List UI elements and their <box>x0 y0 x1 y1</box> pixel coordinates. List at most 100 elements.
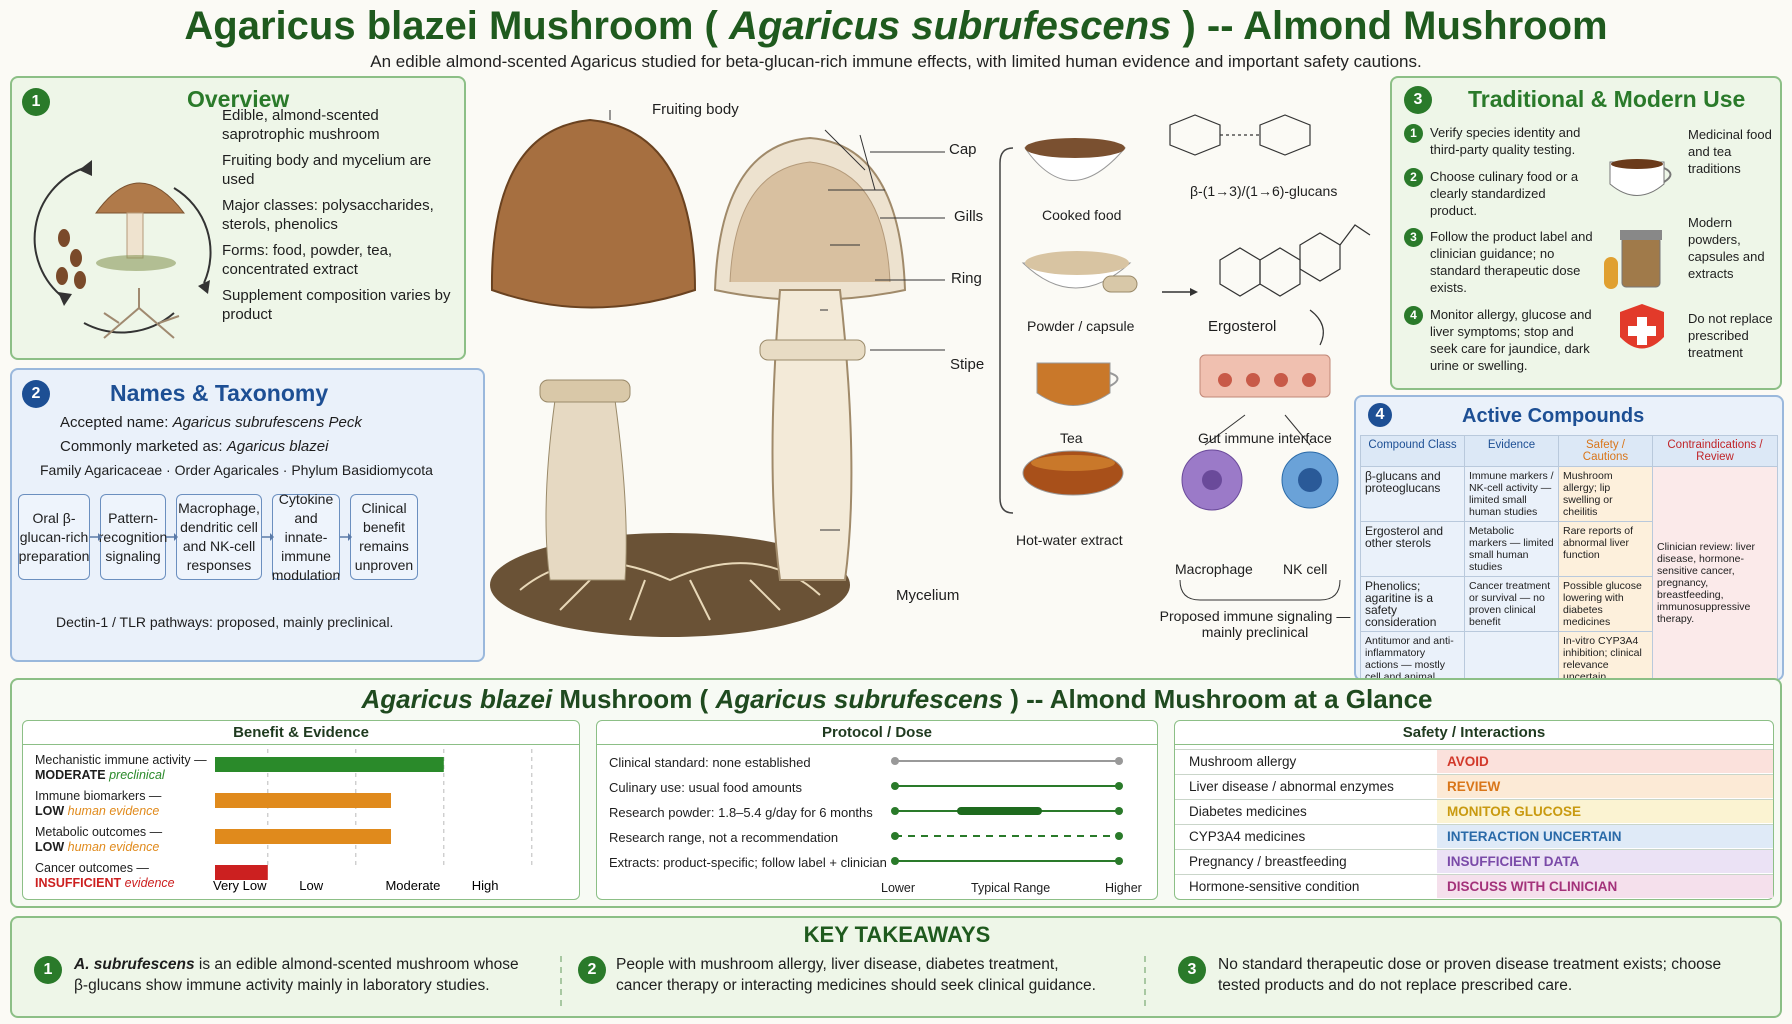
page-subtitle: An edible almond-scented Agaricus studie… <box>370 52 1422 71</box>
names-panel: 2 Names & Taxonomy Accepted name: Agaric… <box>10 368 485 662</box>
protocol-row: Culinary use: usual food amounts <box>609 780 802 795</box>
names-number: 2 <box>22 380 50 408</box>
takeaways-panel: KEY TAKEAWAYS 1 A. subrufescens is an ed… <box>10 916 1782 1018</box>
page-title: Agaricus blazei Mushroom ( Agaricus subr… <box>184 4 1608 48</box>
stipe-label-text: Stipe <box>950 356 985 373</box>
benefit-label: Mechanistic immune activity —MODERATE pr… <box>35 753 207 782</box>
mushroom-lifecycle-icon <box>33 160 212 339</box>
overview-item: Major classes: polysaccharides, sterols,… <box>222 197 434 233</box>
benefit-box: Benefit & Evidence Mechanistic immune ac… <box>22 720 580 900</box>
ring-label-text: Ring <box>951 270 982 287</box>
protocol-axis-lower: Lower <box>881 881 916 895</box>
axis-tick-label: Moderate <box>385 878 440 893</box>
form-extract: Hot-water extract <box>1016 532 1123 548</box>
evidence-bar <box>215 793 391 808</box>
glucan-label: β-(1→3)/(1→6)-glucans <box>1190 183 1338 199</box>
compounds-title: Active Compounds <box>1462 405 1645 427</box>
overview-item: Supplement composition varies by product <box>222 287 451 323</box>
flow-arrows <box>90 533 352 541</box>
form-powder: Powder / capsule <box>1027 318 1135 334</box>
protocol-row: Research powder: 1.8–5.4 g/day for 6 mon… <box>609 805 873 820</box>
overview-item: Forms: food, powder, tea, concentrated e… <box>222 242 393 278</box>
evidence-bar <box>215 865 268 880</box>
axis-tick-label: High <box>472 878 499 893</box>
takeaway-text: A. subrufescens is an edible almond-scen… <box>74 956 519 994</box>
gut-label: Gut immune interface <box>1198 430 1332 446</box>
overview-panel: 1 Overview Edible, almond-scented saprot… <box>10 76 466 360</box>
pathway-note: Dectin-1 / TLR pathways: proposed, mainl… <box>56 614 394 630</box>
use-side: Do not replace prescribed treatment <box>1688 311 1773 360</box>
use-step: Choose culinary food or a clearly standa… <box>1430 169 1579 218</box>
benefit-label: Immune biomarkers —LOW human evidence <box>35 789 162 818</box>
takeaway-text: No standard therapeutic dose or proven d… <box>1218 956 1722 994</box>
traditional-panel: 3 Traditional & Modern Use 1 Verify spec… <box>1390 76 1782 390</box>
use-side: Modern powders, capsules and extracts <box>1688 215 1765 281</box>
evidence-chart: Very Low Low Moderate High <box>213 749 533 893</box>
compounds-panel: 4 Active Compounds Compound Class Eviden… <box>1354 395 1784 699</box>
glance-panel: Agaricus blazei Mushroom ( Agaricus subr… <box>10 678 1782 908</box>
flow-step: Oral β-glucan-rich preparation <box>18 494 90 580</box>
flow-step: Pattern-recognition signaling <box>99 494 167 580</box>
takeaway-number: 2 <box>578 956 606 984</box>
benefit-label: Cancer outcomes —INSUFFICIENT evidence <box>35 861 175 890</box>
overview-list: Edible, almond-scented saprotrophic mush… <box>222 106 462 331</box>
overview-item: Fruiting body and mycelium are used <box>222 152 432 188</box>
axis-tick-label: Very Low <box>213 878 267 893</box>
takeaway-text: People with mushroom allergy, liver dise… <box>616 956 1096 994</box>
names-title: Names & Taxonomy <box>110 380 329 406</box>
protocol-row: Extracts: product-specific; follow label… <box>609 855 887 870</box>
takeaway-number: 3 <box>1178 956 1206 984</box>
compounds-table: Compound Class Evidence Safety / Caution… <box>1360 435 1778 699</box>
signaling-label: Proposed immune signaling — mainly precl… <box>1159 608 1351 640</box>
dose-range-lines <box>891 757 1123 865</box>
cap-label-text: Cap <box>949 141 977 158</box>
use-side: Medicinal food and tea traditions <box>1688 127 1772 176</box>
protocol-row: Clinical standard: none established <box>609 755 811 770</box>
anatomy-leader-lines <box>870 151 945 351</box>
form-cooked: Cooked food <box>1042 207 1122 223</box>
use-icons <box>1604 159 1672 349</box>
use-step: Follow the product label and clinician g… <box>1430 229 1593 295</box>
forms-illustrations <box>999 138 1138 514</box>
safety-title: Safety / Interactions <box>1175 721 1773 745</box>
protocol-title: Protocol / Dose <box>597 721 1157 745</box>
protocol-row: Research range, not a recommendation <box>609 830 839 845</box>
evidence-bar <box>215 757 444 772</box>
nk-cell-label: NK cell <box>1283 561 1328 577</box>
glance-title: Agaricus blazei Mushroom ( Agaricus subr… <box>361 684 1433 714</box>
overview-number: 1 <box>22 88 50 116</box>
flow-step: Cytokine and innate-immune modulation <box>271 490 341 583</box>
taxonomy-line: Family Agaricaceae · Order Agaricales · … <box>40 462 433 478</box>
benefit-title: Benefit & Evidence <box>23 721 579 745</box>
fruiting-body-label-text: Fruiting body <box>652 101 739 118</box>
use-step: Verify species identity and third-party … <box>1430 125 1581 157</box>
protocol-axis-typical: Typical Range <box>971 881 1051 895</box>
overview-title: Overview <box>187 86 290 112</box>
evidence-bar <box>215 829 391 844</box>
traditional-title: Traditional & Modern Use <box>1468 86 1746 112</box>
form-tea: Tea <box>1060 430 1083 446</box>
flow-step: Macrophage, dendritic cell and NK-cell r… <box>176 494 262 580</box>
compound-immune-diagram <box>1162 114 1371 601</box>
flow-step: Clinical benefit remains unproven <box>350 494 418 580</box>
accepted-name: Accepted name: Agaricus subrufescens Pec… <box>60 414 362 431</box>
protocol-axis-higher: Higher <box>1105 881 1142 895</box>
takeaways-title: KEY TAKEAWAYS <box>803 922 991 947</box>
axis-tick-label: Low <box>299 878 323 893</box>
use-step: Monitor allergy, glucose and liver sympt… <box>1430 307 1592 373</box>
gills-label-text: Gills <box>954 208 984 225</box>
compounds-number: 4 <box>1368 403 1392 427</box>
mycelium-label-text: Mycelium <box>896 587 960 604</box>
macrophage-label: Macrophage <box>1175 561 1253 577</box>
traditional-number: 3 <box>1404 86 1432 114</box>
overview-item: Edible, almond-scented saprotrophic mush… <box>222 107 380 143</box>
ergosterol-label: Ergosterol <box>1208 318 1277 335</box>
benefit-label: Metabolic outcomes —LOW human evidence <box>35 825 163 854</box>
protocol-box: Protocol / Dose Clinical standard: none … <box>596 720 1158 900</box>
